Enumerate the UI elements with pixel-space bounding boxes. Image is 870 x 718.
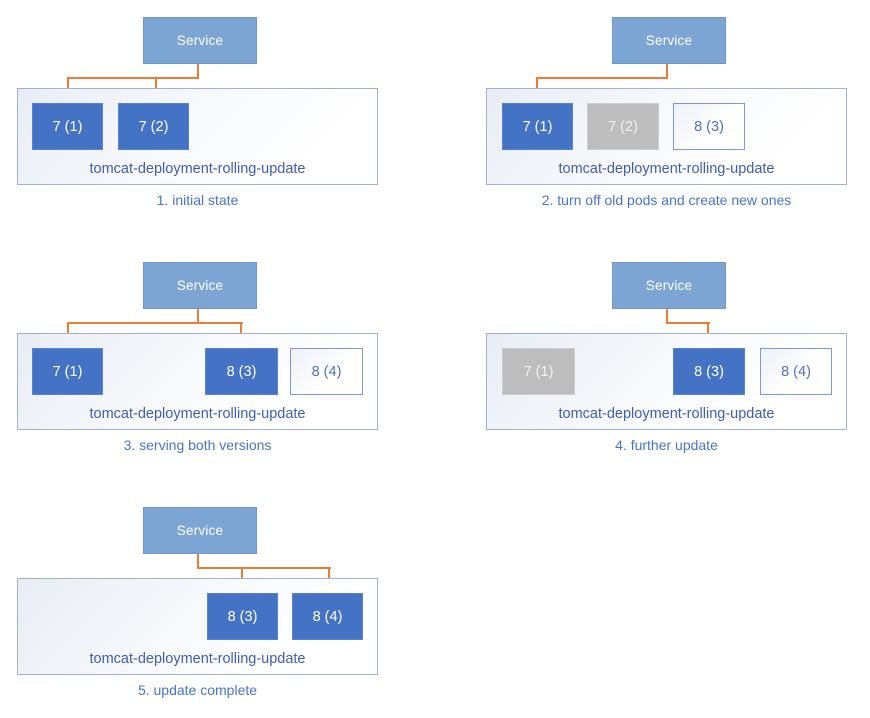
pod-label: 7 (2) — [138, 118, 169, 135]
service-label: Service — [176, 523, 224, 538]
pod-label: 7 (2) — [608, 118, 638, 135]
connector-segment — [197, 567, 331, 569]
pod-7-1-terminated: 7 (1) — [502, 348, 575, 395]
connector-segment — [67, 322, 243, 324]
panel-update-complete: Service tomcat-deployment-rolling-update… — [0, 490, 400, 718]
pod-8-3-pending: 8 (3) — [673, 103, 745, 150]
service-label: Service — [645, 278, 693, 293]
panel-serving-both-versions: Service tomcat-deployment-rolling-update… — [0, 245, 400, 490]
pod-8-4-pending: 8 (4) — [760, 348, 832, 395]
step-caption: 1. initial state — [156, 192, 239, 208]
service-label: Service — [645, 33, 693, 48]
step-caption: 3. serving both versions — [123, 437, 272, 453]
connector-segment — [536, 77, 668, 79]
service-label: Service — [176, 33, 224, 48]
pod-8-4: 8 (4) — [292, 593, 363, 640]
pod-7-1: 7 (1) — [502, 103, 573, 150]
step-caption: 2. turn off old pods and create new ones — [541, 192, 792, 208]
connector-segment — [666, 309, 668, 324]
deployment-label: tomcat-deployment-rolling-update — [558, 161, 775, 177]
pod-label: 7 (1) — [523, 363, 554, 380]
step-caption: 4. further update — [615, 437, 718, 453]
pod-7-1: 7 (1) — [32, 103, 103, 150]
connector-segment — [666, 64, 668, 79]
connector-segment — [155, 77, 157, 95]
service-box: Service — [143, 262, 257, 309]
connector-segment — [197, 64, 199, 79]
panel-turn-off-old-pods: Service tomcat-deployment-rolling-update… — [469, 0, 869, 245]
pod-7-2-terminated: 7 (2) — [587, 103, 659, 150]
pod-7-2: 7 (2) — [118, 103, 189, 150]
connector-segment — [666, 322, 710, 324]
pod-label: 8 (3) — [694, 363, 724, 380]
pod-8-3: 8 (3) — [205, 348, 278, 395]
pod-label: 7 (1) — [522, 118, 553, 135]
connector-segment — [67, 322, 69, 340]
service-box: Service — [143, 507, 257, 554]
connector-segment — [67, 77, 199, 79]
connector-segment — [536, 77, 538, 95]
panel-further-update: Service tomcat-deployment-rolling-update… — [469, 245, 869, 490]
step-caption: 5. update complete — [137, 682, 258, 698]
service-label: Service — [176, 278, 224, 293]
deployment-label: tomcat-deployment-rolling-update — [89, 161, 306, 177]
connector-segment — [67, 77, 69, 95]
connector-segment — [240, 322, 242, 340]
connector-segment — [707, 322, 709, 340]
pod-label: 7 (1) — [52, 118, 83, 135]
pod-label: 8 (3) — [694, 118, 724, 135]
deployment-label: tomcat-deployment-rolling-update — [558, 406, 775, 422]
pod-8-4-pending: 8 (4) — [290, 348, 363, 395]
pod-8-3: 8 (3) — [207, 593, 278, 640]
pod-label: 8 (3) — [227, 608, 258, 625]
connector-segment — [328, 567, 330, 585]
pod-label: 8 (4) — [311, 363, 342, 380]
deployment-label: tomcat-deployment-rolling-update — [89, 406, 306, 422]
connector-segment — [241, 567, 243, 585]
service-box: Service — [612, 262, 726, 309]
pod-label: 8 (4) — [781, 363, 811, 380]
pod-7-1: 7 (1) — [32, 348, 103, 395]
connector-segment — [197, 554, 199, 569]
connector-segment — [197, 309, 199, 324]
pod-label: 8 (4) — [312, 608, 343, 625]
pod-label: 8 (3) — [226, 363, 257, 380]
panel-initial-state: Service tomcat-deployment-rolling-update… — [0, 0, 400, 245]
pod-label: 7 (1) — [52, 363, 83, 380]
service-box: Service — [612, 17, 726, 64]
pod-8-3: 8 (3) — [673, 348, 745, 395]
service-box: Service — [143, 17, 257, 64]
deployment-label: tomcat-deployment-rolling-update — [89, 651, 306, 667]
